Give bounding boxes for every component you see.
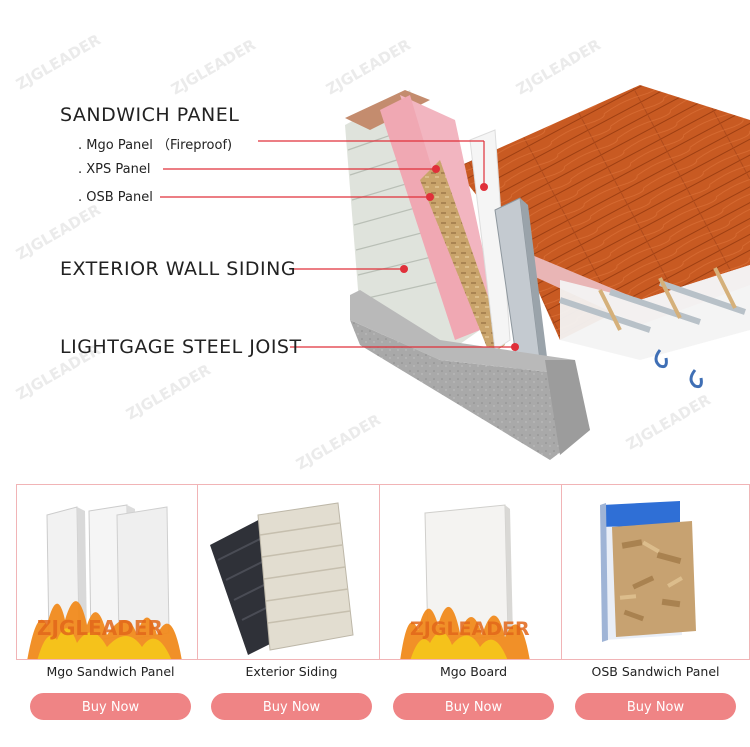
buy-now-button-mgo-sandwich-panel[interactable]: Buy Now <box>30 693 191 720</box>
wall-construction-diagram <box>160 85 750 460</box>
exterior-siding-image <box>210 502 354 655</box>
buy-now-button-osb-sandwich-panel[interactable]: Buy Now <box>575 693 736 720</box>
product-name: Exterior Siding <box>245 664 338 679</box>
label-osb-panel: . OSB Panel <box>78 190 153 205</box>
product-card-mgo-board[interactable]: ZJGLEADER <box>379 484 568 660</box>
mgo-layer <box>469 129 511 351</box>
label-mgo-panel: . Mgo Panel （Fireproof) <box>78 138 233 153</box>
product-name: OSB Sandwich Panel <box>591 664 720 679</box>
card-overlay-text: ZJGLEADER <box>37 616 163 640</box>
product-card-exterior-siding[interactable] <box>197 484 386 660</box>
buy-now-button-mgo-board[interactable]: Buy Now <box>393 693 554 720</box>
mgo-board-image: ZJGLEADER <box>400 504 530 659</box>
wood-floor <box>455 85 750 340</box>
card-overlay-text: ZJGLEADER <box>410 618 530 640</box>
floor-joists <box>559 280 746 333</box>
concrete-foundation <box>350 320 590 460</box>
product-name: Mgo Board <box>439 664 508 679</box>
label-exterior-wall-siding: EXTERIOR WALL SIDING <box>60 258 297 280</box>
osb-layer <box>420 160 505 355</box>
pointer-dots <box>400 165 519 351</box>
pointer-lines <box>160 140 515 348</box>
label-sandwich-panel: SANDWICH PANEL <box>60 104 240 126</box>
product-grid: ZJGLEADER Mgo Sandwich Panel Buy Now Ext… <box>0 484 750 747</box>
product-card-mgo-sandwich-panel[interactable]: ZJGLEADER <box>16 484 205 660</box>
product-name: Mgo Sandwich Panel <box>46 664 175 679</box>
buy-now-button-exterior-siding[interactable]: Buy Now <box>211 693 372 720</box>
osb-sandwich-panel-image <box>600 501 696 642</box>
label-steel-joist: LIGHTGAGE STEEL JOIST <box>60 336 302 358</box>
mgo-sandwich-panel-image: ZJGLEADER <box>27 504 182 659</box>
label-xps-panel: . XPS Panel <box>78 162 151 177</box>
product-card-osb-sandwich-panel[interactable] <box>561 484 750 660</box>
